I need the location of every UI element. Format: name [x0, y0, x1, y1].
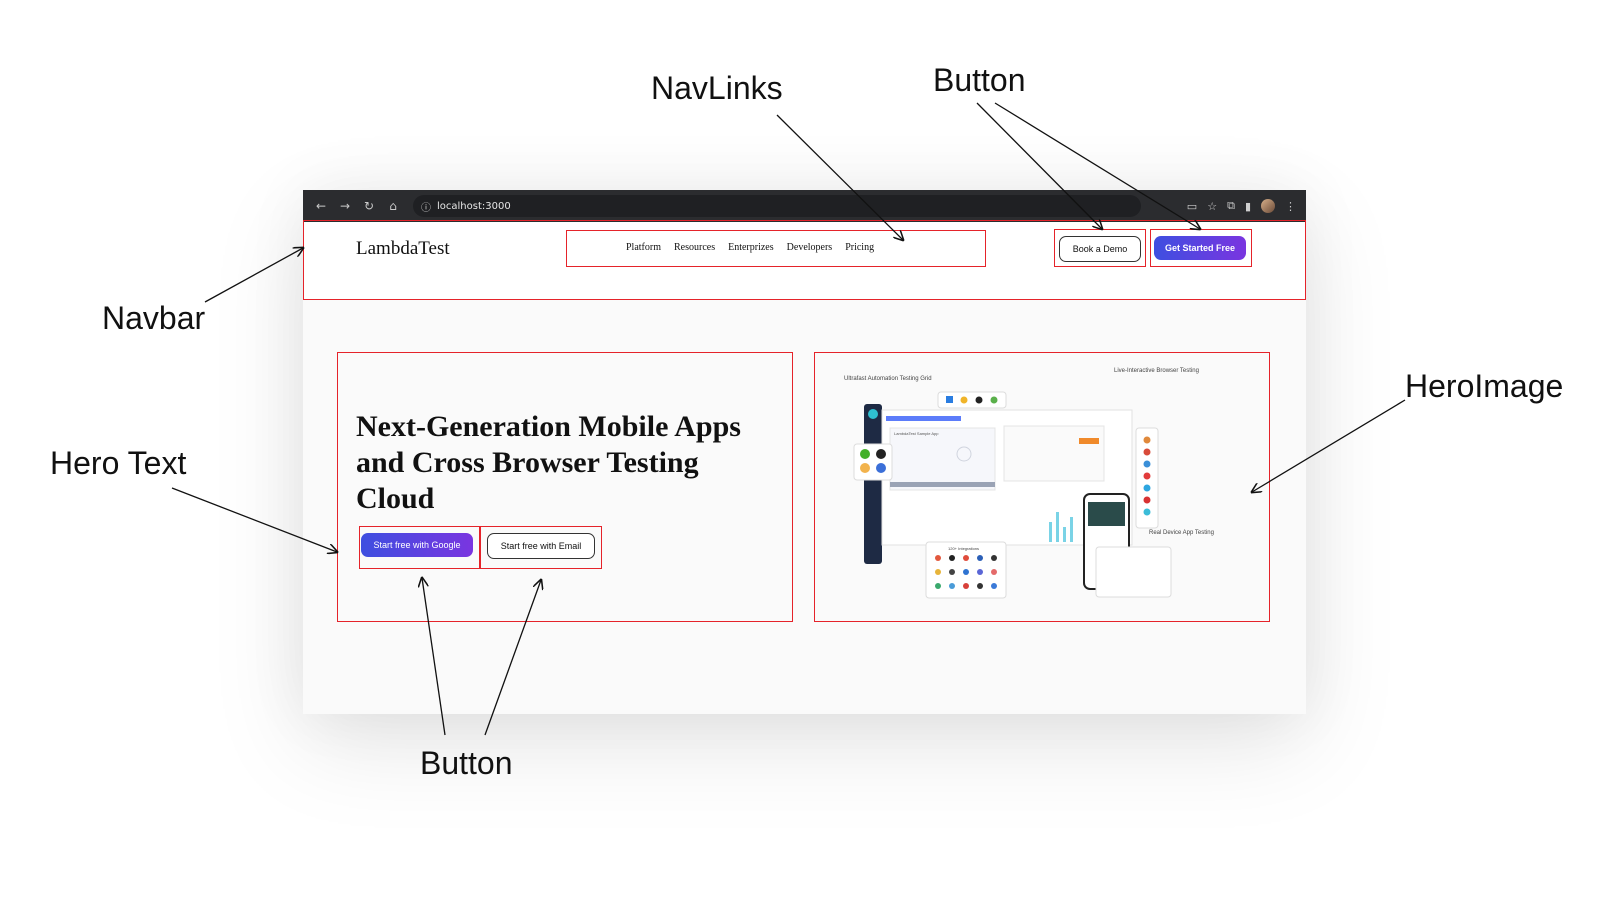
- annotation-box-hero-text: [337, 352, 793, 622]
- back-arrow-icon[interactable]: ←: [315, 199, 327, 213]
- selenium-icon: [860, 449, 870, 459]
- profile-avatar[interactable]: [1261, 199, 1275, 213]
- windows-icon: [946, 396, 953, 403]
- get-started-button[interactable]: Get Started Free: [1154, 236, 1246, 260]
- annotation-label-button-bottom: Button: [420, 745, 513, 781]
- cast-icon[interactable]: ▭: [1186, 199, 1198, 213]
- book-demo-button[interactable]: Book a Demo: [1059, 236, 1141, 262]
- nav-link-enterprizes[interactable]: Enterprizes: [728, 242, 774, 253]
- hero-illustration: Ultrafast Automation Testing Grid Live-I…: [844, 368, 1214, 599]
- integrations-title: 120+ Integrations: [948, 546, 979, 551]
- orange-run-button: [1079, 438, 1099, 444]
- arrow-button-google: [422, 578, 446, 736]
- android-icon: [990, 396, 998, 404]
- site-info-icon[interactable]: ⓘ: [421, 202, 431, 214]
- os-icons-card: [937, 391, 1007, 409]
- brand-logo[interactable]: LambdaTest: [356, 238, 450, 259]
- linux-icon: [960, 396, 968, 404]
- annotation-label-hero-image: HeroImage: [1405, 368, 1564, 404]
- dashboard-header-bar: [886, 416, 961, 421]
- sample-app-title: LambdaTest Sample App: [894, 431, 939, 436]
- bookmark-star-icon[interactable]: ☆: [1207, 199, 1218, 213]
- integration-icons: [935, 555, 997, 589]
- nav-link-platform[interactable]: Platform: [626, 242, 661, 253]
- cypress-icon: [876, 449, 886, 459]
- code-snippet-card: [1095, 546, 1172, 598]
- apple-icon: [975, 396, 983, 404]
- arrow-hero-image: [1252, 399, 1406, 492]
- annotation-box-hero-image: [814, 352, 1270, 622]
- sample-app-circle: [956, 446, 972, 462]
- label-live: Live-Interactive Browser Testing: [1114, 368, 1199, 374]
- label-grid: Ultrafast Automation Testing Grid: [844, 376, 932, 382]
- annotation-label-navbar: Navbar: [102, 300, 206, 336]
- reload-icon[interactable]: ↻: [363, 199, 375, 213]
- phone-hero-image: [1088, 502, 1125, 526]
- arrow-hero-text: [171, 487, 337, 552]
- playwright-icon: [876, 463, 886, 473]
- annotation-box-btn-email: [480, 526, 602, 569]
- annotation-label-button-top: Button: [933, 62, 1026, 98]
- arrow-button-book-demo: [976, 102, 1102, 229]
- home-icon[interactable]: ⌂: [389, 199, 397, 213]
- nav-links: Platform Resources Enterprizes Developer…: [626, 242, 874, 253]
- forward-arrow-icon[interactable]: →: [339, 199, 351, 213]
- annotation-label-navlinks: NavLinks: [651, 70, 783, 106]
- annotation-label-hero-text: Hero Text: [50, 445, 187, 481]
- label-device: Real Device App Testing: [1149, 530, 1214, 536]
- url-text: localhost:3000: [437, 200, 511, 212]
- arrow-button-email: [484, 580, 541, 736]
- sample-app-card: [889, 427, 996, 491]
- nav-link-resources[interactable]: Resources: [674, 242, 716, 253]
- annotation-box-navbar: [303, 220, 1306, 300]
- analytics-bars: [1049, 512, 1073, 542]
- sidepanel-icon[interactable]: ▮: [1244, 199, 1251, 213]
- annotation-box-btn-google: [359, 526, 480, 569]
- start-email-button[interactable]: Start free with Email: [487, 533, 595, 559]
- browser-icons: [1143, 436, 1151, 516]
- arrow-navbar: [204, 248, 303, 303]
- start-google-button[interactable]: Start free with Google: [361, 533, 473, 557]
- annotation-box-navlinks: [566, 230, 986, 267]
- arrow-button-get-started: [994, 102, 1200, 229]
- extensions-icon[interactable]: ⧉: [1227, 199, 1235, 212]
- dashboard-logo-icon: [868, 409, 878, 419]
- nav-link-pricing[interactable]: Pricing: [845, 242, 875, 253]
- test-card: [1003, 425, 1105, 482]
- page-content: LambdaTest Platform Resources Enterprize…: [303, 222, 1306, 714]
- nav-link-developers[interactable]: Developers: [786, 242, 833, 253]
- puppeteer-icon: [860, 463, 870, 473]
- browser-toolbar: ← → ↻ ⌂ ⓘ localhost:3000 ▭ ☆ ⧉ ▮ ⋮: [303, 190, 1306, 222]
- navbar: LambdaTest Platform Resources Enterprize…: [303, 222, 1306, 300]
- address-bar[interactable]: ⓘ localhost:3000: [413, 195, 1141, 217]
- sample-app-progress: [890, 482, 995, 487]
- hero-title: Next-Generation Mobile Apps and Cross Br…: [356, 410, 741, 515]
- arrow-navlinks: [776, 114, 903, 240]
- kebab-menu-icon[interactable]: ⋮: [1285, 199, 1296, 213]
